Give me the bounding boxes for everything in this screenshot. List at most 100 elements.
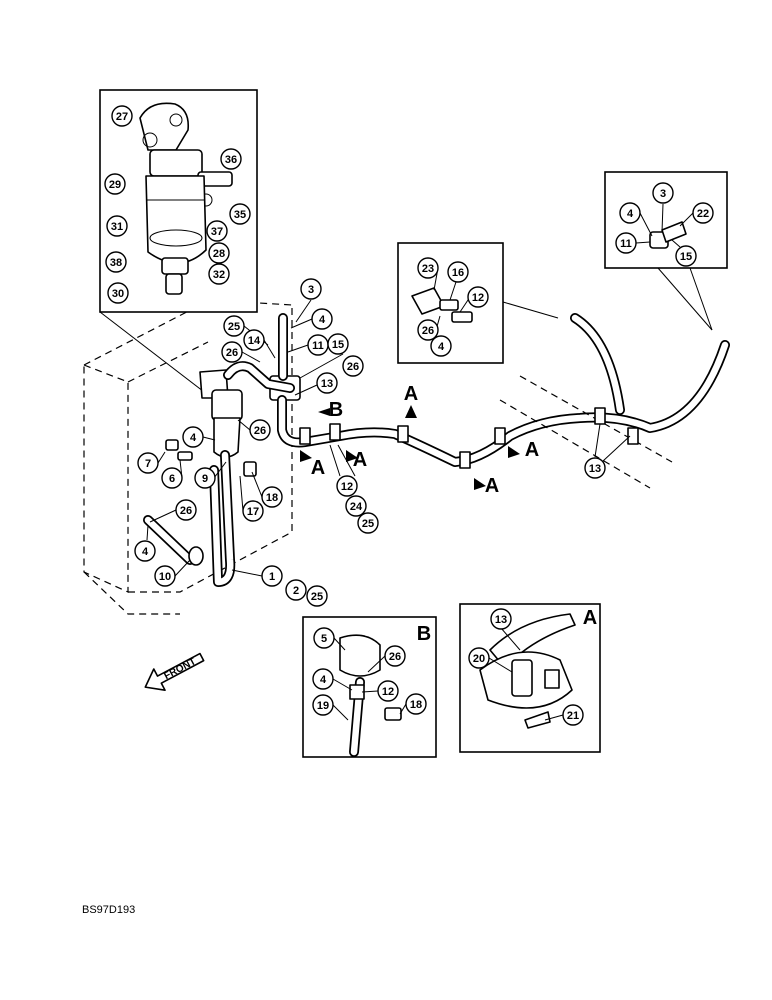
leader-line xyxy=(488,657,513,673)
callout-28: 28 xyxy=(208,242,230,264)
callout-circle xyxy=(377,680,399,702)
callout-38: 38 xyxy=(105,251,127,273)
callout-32: 32 xyxy=(208,263,230,285)
callout-circle xyxy=(468,647,490,669)
callout-number: 25 xyxy=(362,518,374,530)
callout-number: 31 xyxy=(111,221,123,233)
leader-line xyxy=(639,212,653,237)
callout-number: 37 xyxy=(211,226,223,238)
callout-circle xyxy=(306,585,328,607)
callout-number: 23 xyxy=(422,263,434,275)
callout-circle xyxy=(405,693,427,715)
callout-number: 29 xyxy=(109,179,121,191)
callout-circle xyxy=(242,500,264,522)
leader-line xyxy=(399,703,407,715)
callout-25: 25 xyxy=(357,512,379,534)
callout-16: 16 xyxy=(447,261,469,283)
callout-number: 13 xyxy=(495,614,507,626)
callout-number: 12 xyxy=(382,686,394,698)
callout-19: 19 xyxy=(312,694,334,716)
view-letter-a: A xyxy=(485,475,499,497)
callout-number: 5 xyxy=(321,633,327,645)
leader-line xyxy=(290,318,313,329)
leader-line xyxy=(332,678,353,691)
callout-number: 7 xyxy=(145,458,151,470)
callout-circle xyxy=(243,329,265,351)
leader-line xyxy=(594,423,601,458)
view-letter-a: A xyxy=(583,607,597,629)
callout-circle xyxy=(154,565,176,587)
callout-circle xyxy=(106,215,128,237)
callout-number: 26 xyxy=(254,425,266,437)
callout-number: 20 xyxy=(473,653,485,665)
callout-number: 13 xyxy=(321,378,333,390)
callout-11: 11 xyxy=(307,334,329,356)
callout-22: 22 xyxy=(692,202,714,224)
callout-circle xyxy=(261,486,283,508)
callout-31: 31 xyxy=(106,215,128,237)
callout-15: 15 xyxy=(327,333,349,355)
leader-line xyxy=(263,339,276,359)
leader-line xyxy=(294,384,318,396)
callout-number: 12 xyxy=(341,481,353,493)
frame-rail xyxy=(499,399,651,489)
callout-circle xyxy=(417,319,439,341)
callout-circle xyxy=(584,457,606,479)
callout-36: 36 xyxy=(220,148,242,170)
callout-number: 16 xyxy=(452,267,464,279)
callout-circle xyxy=(161,467,183,489)
callout-number: 35 xyxy=(234,209,246,221)
leader-line xyxy=(251,471,263,498)
leader-line xyxy=(544,714,564,721)
leader-line xyxy=(299,353,344,379)
callout-circle xyxy=(261,565,283,587)
callout-circle xyxy=(194,467,216,489)
callout-17: 17 xyxy=(242,500,264,522)
callout-circle xyxy=(316,372,338,394)
callout-20: 20 xyxy=(468,647,490,669)
callout-5: 5 xyxy=(313,627,335,649)
callout-number: 26 xyxy=(180,505,192,517)
callout-30: 30 xyxy=(107,282,129,304)
callout-12: 12 xyxy=(467,286,489,308)
callout-number: 25 xyxy=(311,591,323,603)
callout-number: 3 xyxy=(308,284,314,296)
callout-23: 23 xyxy=(417,257,439,279)
callout-circle xyxy=(220,148,242,170)
view-letter-b: B xyxy=(417,623,431,645)
leader-line xyxy=(231,569,263,577)
callout-26: 26 xyxy=(175,499,197,521)
callout-3: 3 xyxy=(652,182,674,204)
leader-line xyxy=(449,281,457,301)
callout-circle xyxy=(447,261,469,283)
callout-number: 17 xyxy=(247,506,259,518)
leader-line xyxy=(679,212,694,227)
callout-number: 12 xyxy=(472,292,484,304)
callout-number: 19 xyxy=(317,700,329,712)
callout-circle xyxy=(300,278,322,300)
leader-line xyxy=(329,444,341,477)
callout-number: 4 xyxy=(142,546,149,558)
callout-circle xyxy=(467,286,489,308)
leader-line xyxy=(157,451,166,464)
callout-number: 4 xyxy=(627,208,634,220)
callout-circle xyxy=(312,694,334,716)
callout-26: 26 xyxy=(249,419,271,441)
leader-line xyxy=(332,704,349,721)
callout-circle xyxy=(619,202,641,224)
callout-circle xyxy=(206,220,228,242)
callout-18: 18 xyxy=(405,693,427,715)
leader-line xyxy=(500,627,521,651)
callout-circle xyxy=(111,105,133,127)
view-letter-b: B xyxy=(329,399,343,421)
callout-circle xyxy=(430,335,452,357)
callout-number: 32 xyxy=(213,269,225,281)
callout-number: 13 xyxy=(589,463,601,475)
hose-clips xyxy=(299,407,639,469)
callout-number: 4 xyxy=(319,314,326,326)
callout-number: 28 xyxy=(213,248,225,260)
callout-number: 21 xyxy=(567,710,579,722)
callout-number: 26 xyxy=(389,651,401,663)
callout-number: 3 xyxy=(660,188,666,200)
